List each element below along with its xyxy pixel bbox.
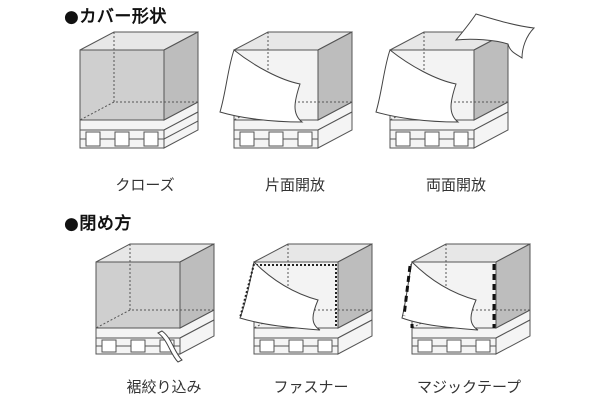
section-title-cover-shape: ●カバー形状: [64, 7, 167, 27]
open-flap-front: [375, 49, 460, 123]
both-side-open-cover-illustration: [375, 13, 536, 149]
caption-drawstring: 裾絞り込み: [126, 378, 202, 396]
close-cover-illustration: [79, 31, 199, 149]
caption-zipper: ファスナー: [273, 378, 349, 396]
velcro-flap: [401, 260, 479, 331]
cover-box: [79, 31, 199, 121]
caption-close: クローズ: [115, 176, 175, 194]
zipper-flap: [239, 260, 321, 331]
caption-velcro: マジックテープ: [416, 378, 522, 396]
pallet: [389, 101, 509, 149]
drawstring-cover-illustration: [95, 243, 215, 363]
caption-both-side-open: 両面開放: [425, 176, 486, 194]
velcro-strip-flap: [402, 265, 412, 317]
pallet: [411, 309, 531, 355]
open-flap-top: [454, 13, 536, 59]
zipper-line-left: [239, 263, 255, 319]
cover-box: [411, 243, 531, 329]
section-title-closing-method: ●閉め方: [64, 214, 132, 234]
pallet: [253, 309, 373, 355]
open-flap: [219, 49, 304, 123]
zipper-cover-illustration: [239, 243, 373, 355]
caption-one-side-open: 片面開放: [264, 176, 325, 194]
one-side-open-cover-illustration: [219, 31, 353, 149]
velcro-cover-illustration: [401, 243, 531, 355]
pallet: [95, 309, 215, 355]
cover-box: [95, 243, 215, 329]
pallet: [79, 101, 199, 149]
pallet: [233, 101, 353, 149]
drawstring-cord: [157, 330, 183, 363]
